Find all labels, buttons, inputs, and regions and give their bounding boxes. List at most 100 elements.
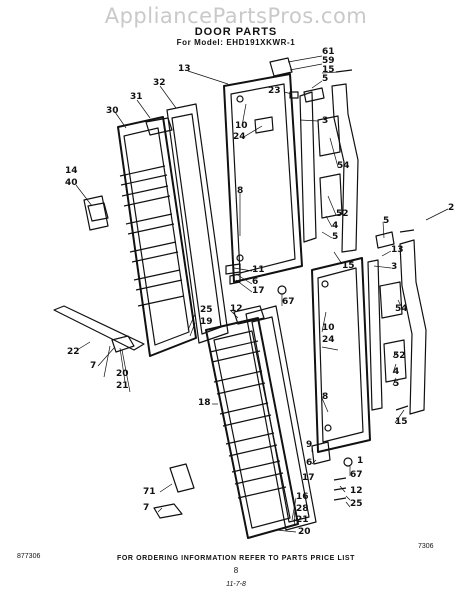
callout-32: 32 — [153, 78, 166, 88]
handle-end-cap-lower — [153, 503, 183, 519]
freezer-door-panel — [223, 73, 303, 283]
callout-30: 30 — [106, 106, 119, 116]
shelf-retainer-upper — [83, 195, 109, 231]
callout-12: 12 — [230, 304, 243, 314]
callout-14: 14 — [65, 166, 78, 176]
callout-8: 8 — [237, 186, 244, 196]
freezer-door-gasket — [166, 103, 229, 344]
callout-4b: 4 — [393, 367, 400, 377]
callout-18: 18 — [198, 398, 211, 408]
callout-4: 4 — [332, 221, 339, 231]
callout-52b: 52 — [393, 351, 406, 361]
center-hinge-bracket — [375, 231, 395, 249]
lower-handle-bar — [367, 259, 383, 411]
callout-6b: 6 — [306, 458, 313, 468]
callout-25b: 25 — [350, 499, 363, 509]
callout-1: 1 — [357, 456, 364, 466]
callout-40: 40 — [65, 178, 78, 188]
ordering-info: FOR ORDERING INFORMATION REFER TO PARTS … — [116, 555, 356, 562]
callout-13b: 13 — [391, 245, 404, 255]
callout-17b: 17 — [302, 473, 315, 483]
callout-25: 25 — [200, 305, 213, 315]
hinge-pin-lower — [395, 405, 409, 411]
callout-24: 24 — [233, 132, 246, 142]
callout-7b: 7 — [143, 503, 150, 513]
callout-67: 67 — [282, 297, 295, 307]
callout-12b: 12 — [350, 486, 363, 496]
bottom-hinge — [311, 441, 331, 465]
callout-24b: 24 — [322, 335, 335, 345]
callout-21: 21 — [116, 381, 129, 391]
callout-7: 7 — [90, 361, 97, 371]
callout-17: 17 — [252, 286, 265, 296]
callout-11: 11 — [252, 265, 265, 275]
door-stop-upper — [277, 285, 287, 295]
callout-13: 13 — [178, 64, 191, 74]
upper-handle-bar — [299, 91, 317, 243]
watermark: AppliancePartsPros.com — [104, 4, 368, 28]
callout-15c: 15 — [395, 417, 408, 427]
handle-end-cap-upper — [111, 335, 135, 353]
callout-59: 59 — [322, 56, 335, 66]
lower-screw-stack — [333, 477, 347, 501]
callout-71: 71 — [143, 487, 156, 497]
callout-2: 2 — [448, 203, 455, 213]
callout-3b: 3 — [391, 262, 398, 272]
callout-21b: 21 — [296, 515, 309, 525]
callout-54b: 54 — [395, 304, 408, 314]
callout-3: 3 — [322, 116, 329, 126]
callout-67b: 67 — [350, 470, 363, 480]
callout-28: 28 — [296, 504, 309, 514]
lower-handle-trim — [399, 239, 427, 415]
document-number: 877306 — [17, 553, 41, 560]
callout-52: 52 — [336, 209, 349, 219]
fresh-food-door-liner — [205, 317, 299, 539]
leader-lines — [75, 55, 449, 533]
top-hinge-cover — [269, 57, 293, 77]
upper-handle-trim — [331, 83, 359, 253]
callout-19: 19 — [200, 317, 213, 327]
callout-5b: 5 — [332, 232, 339, 242]
fresh-food-door-panel — [311, 257, 371, 453]
callout-31: 31 — [130, 92, 143, 102]
callout-5: 5 — [322, 74, 329, 84]
callout-16: 16 — [296, 492, 309, 502]
callout-61: 61 — [322, 47, 335, 57]
callout-9: 9 — [306, 440, 313, 450]
freezer-door-liner — [117, 116, 197, 357]
page-number: 8 — [233, 566, 239, 575]
freezer-breaker-strip — [145, 117, 173, 136]
bin-cover-upper — [87, 202, 109, 222]
callout-23: 23 — [268, 86, 281, 96]
callout-10: 10 — [235, 121, 248, 131]
figure-code: 7306 — [418, 543, 434, 550]
date-code: 11-7-8 — [226, 581, 246, 588]
hinge-screw-mid — [399, 229, 415, 233]
lower-handle-mount-b — [383, 339, 407, 383]
diagram-subtitle: For Model: EHD191XKWR-1 — [176, 38, 296, 47]
shelf-retainer-lower — [169, 463, 195, 493]
callout-5d: 5 — [393, 379, 400, 389]
door-stop-lower — [343, 457, 353, 467]
bottom-trim-upper — [53, 305, 145, 351]
callout-5c: 5 — [383, 216, 390, 226]
diagram-title: DOOR PARTS — [194, 26, 278, 38]
callout-6: 6 — [252, 277, 259, 287]
hinge-screw-upper — [335, 69, 353, 73]
top-hinge-bracket — [303, 87, 325, 103]
fresh-food-gasket — [245, 305, 317, 531]
callout-20b: 20 — [298, 527, 311, 537]
hinge-bushing-upper — [289, 91, 299, 99]
callout-8b: 8 — [322, 392, 329, 402]
upper-handle-mount-b — [319, 173, 343, 219]
callout-15b: 15 — [342, 261, 355, 271]
upper-handle-mount-a — [317, 115, 341, 157]
callout-54: 54 — [337, 161, 350, 171]
fresh-food-breaker-strip — [233, 305, 265, 325]
callout-10b: 10 — [322, 323, 335, 333]
callout-22: 22 — [67, 347, 80, 357]
lower-handle-mount-a — [379, 281, 403, 319]
callout-20: 20 — [116, 369, 129, 379]
callout-15: 15 — [322, 65, 335, 75]
